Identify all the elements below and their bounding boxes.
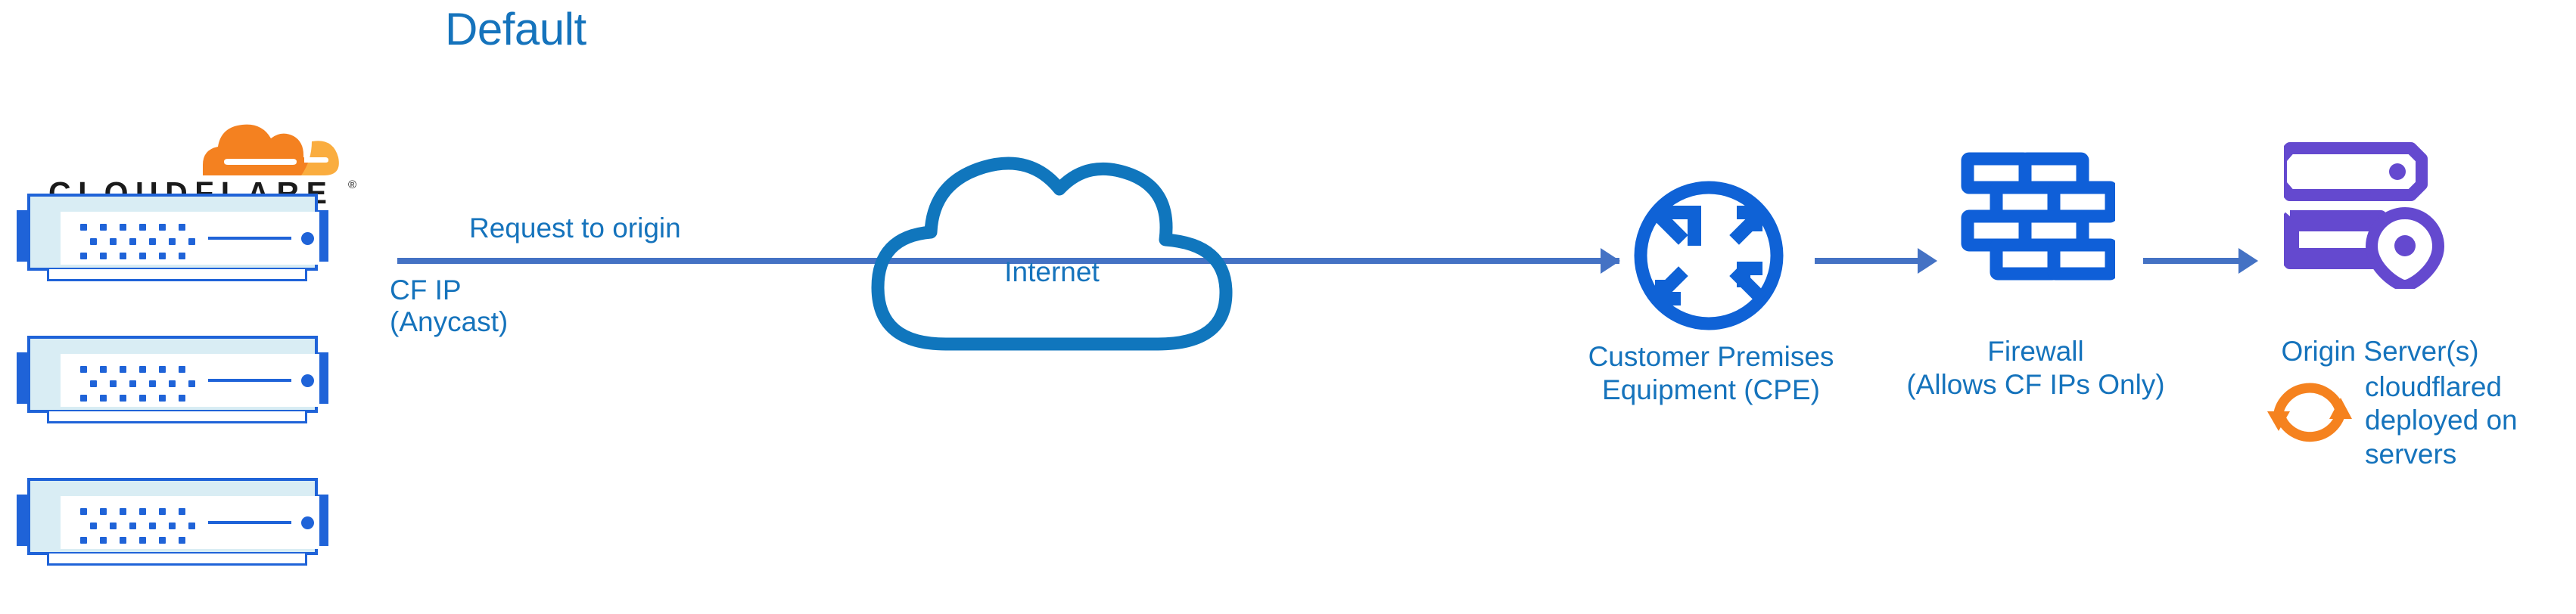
cloudflare-server-unit [14, 475, 331, 566]
server-base-shadow [47, 411, 307, 423]
server-body [27, 194, 319, 271]
server-status-line [208, 521, 291, 524]
cloudflared-label-line3: servers [2365, 438, 2457, 470]
page-title: Default [445, 4, 586, 54]
cloudflared-label: cloudflared deployed on servers [2365, 371, 2518, 471]
server-front-panel [61, 354, 319, 407]
cloudflare-server-unit [14, 333, 331, 423]
edge-label-request-to-origin: Request to origin [469, 212, 681, 243]
arrow-request-to-origin-head [1601, 248, 1620, 274]
server-power-indicator [301, 232, 314, 245]
server-body [27, 478, 319, 555]
internet-cloud-node: Internet [832, 110, 1271, 352]
edge-label-cf-ip-line2: (Anycast) [390, 306, 509, 337]
arrow-cpe-to-firewall-line [1815, 258, 1921, 264]
arrow-cpe-to-firewall-head [1918, 248, 1937, 274]
cpe-label-line1: Customer Premises [1588, 341, 1834, 372]
server-body [27, 336, 319, 413]
arrow-firewall-to-origin-head [2238, 248, 2258, 274]
server-status-line [208, 237, 291, 240]
arrow-request-to-origin-line [397, 258, 1619, 264]
arrow-firewall-to-origin-line [2143, 258, 2242, 264]
cpe-label-line2: Equipment (CPE) [1602, 374, 1820, 405]
server-front-panel [61, 212, 319, 265]
internet-label: Internet [1004, 256, 1100, 287]
server-front-panel [61, 496, 319, 549]
firewall-label: Firewall (Allows CF IPs Only) [1839, 335, 2232, 401]
server-power-indicator [301, 374, 314, 387]
cloudflared-label-line1: cloudflared [2365, 371, 2503, 402]
server-base-shadow [47, 269, 307, 281]
cloudflared-label-line2: deployed on [2365, 405, 2518, 436]
firewall-label-line1: Firewall [1987, 336, 2084, 367]
edge-label-cf-ip-line1: CF IP [390, 274, 462, 305]
cloudflare-server-unit [14, 191, 331, 281]
cloudflare-logo: CLOUDFLARE ® [15, 106, 371, 210]
cpe-router-icon [1629, 175, 1789, 336]
origin-server-icon [2275, 138, 2473, 292]
cpe-label: Customer Premises Equipment (CPE) [1488, 340, 1934, 406]
firewall-brick-icon [1960, 151, 2118, 302]
registered-trademark-icon: ® [348, 178, 357, 191]
firewall-label-line2: (Allows CF IPs Only) [1906, 368, 2165, 400]
cloud-outline-icon [871, 157, 1233, 351]
origin-server-label: Origin Server(s) [2281, 336, 2479, 367]
cloudflare-cloud-icon [203, 124, 339, 175]
server-status-line [208, 379, 291, 382]
server-power-indicator [301, 516, 314, 529]
server-base-shadow [47, 554, 307, 566]
cloudflared-sync-icon [2266, 372, 2355, 455]
